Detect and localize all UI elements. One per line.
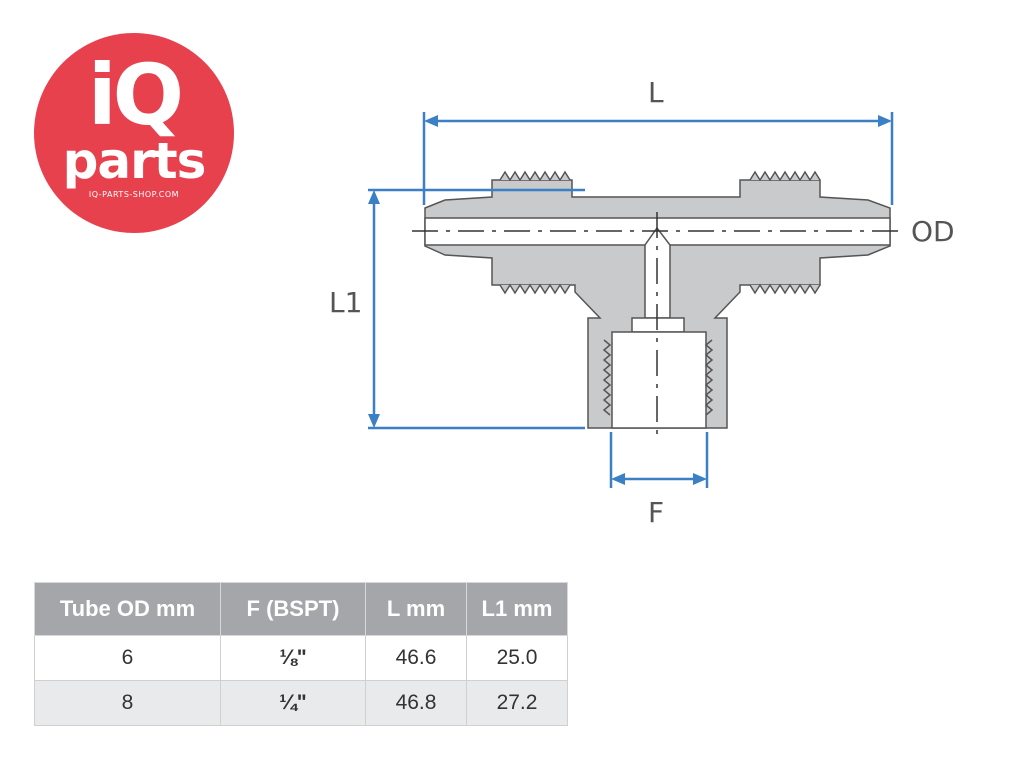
logo-iq-text: iQ <box>87 46 184 144</box>
label-OD: OD <box>911 215 955 248</box>
cell-tube-od: 8 <box>34 680 221 726</box>
cell-l-mm: 46.8 <box>365 680 467 726</box>
cell-tube-od: 6 <box>34 635 221 681</box>
iq-parts-logo: iQ parts IQ-PARTS-SHOP.COM <box>34 33 234 233</box>
cell-f-bspt: ¼" <box>220 680 366 726</box>
dimensions-table: Tube OD mm F (BSPT) L mm L1 mm 6 ⅛" 46.6… <box>34 582 568 726</box>
header-l1-mm: L1 mm <box>466 582 568 636</box>
logo-website-text: IQ-PARTS-SHOP.COM <box>88 190 180 199</box>
cell-l1-mm: 27.2 <box>466 680 568 726</box>
header-tube-od: Tube OD mm <box>34 582 221 636</box>
cell-l-mm: 46.6 <box>365 635 467 681</box>
label-L: L <box>648 76 664 109</box>
label-F: F <box>648 496 664 529</box>
cell-l1-mm: 25.0 <box>466 635 568 681</box>
header-l-mm: L mm <box>365 582 467 636</box>
centre-lines <box>412 212 905 440</box>
tee-fitting-diagram: L L1 OD F <box>329 76 955 529</box>
label-L1: L1 <box>329 286 362 319</box>
table-row: 8 ¼" 46.8 27.2 <box>34 680 568 726</box>
header-f-bspt: F (BSPT) <box>220 582 366 636</box>
table-row: 6 ⅛" 46.6 25.0 <box>34 635 568 681</box>
dimension-lines <box>368 112 894 488</box>
logo-parts-text: parts <box>62 132 207 190</box>
table-header-row: Tube OD mm F (BSPT) L mm L1 mm <box>34 582 568 636</box>
cell-f-bspt: ⅛" <box>220 635 366 681</box>
